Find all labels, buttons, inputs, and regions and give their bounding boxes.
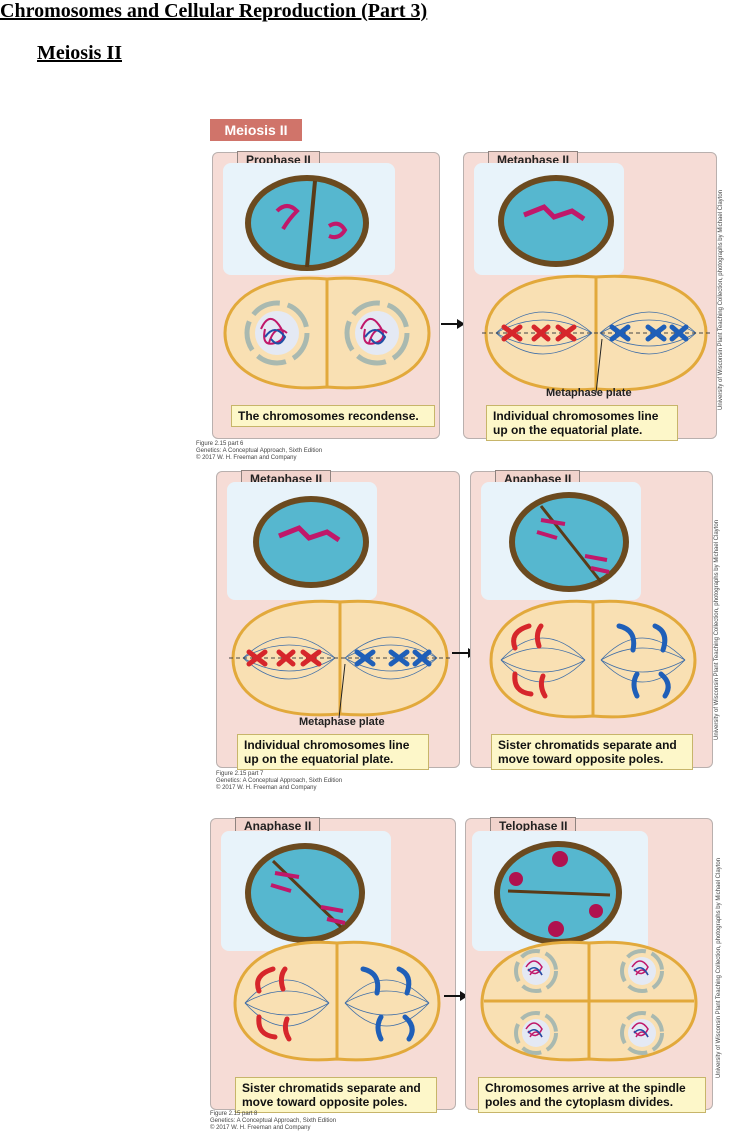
anaphase-diagram — [233, 940, 441, 1062]
figure-credit: Figure 2.15 part 7 Genetics: A Conceptua… — [216, 771, 343, 791]
photo-credit: University of Wisconsin Plant Teaching C… — [714, 520, 720, 740]
caption: Individual chromosomes line up on the eq… — [237, 734, 429, 770]
metaphase-diagram — [482, 274, 710, 394]
figure-credit: Figure 2.15 part 6 Genetics: A Conceptua… — [196, 441, 323, 461]
anaphase-photo-cell — [245, 843, 365, 943]
caption: Individual chromosomes line up on the eq… — [486, 405, 678, 441]
metaphase-photo-cell — [253, 496, 369, 588]
metaphase-plate-label: Metaphase plate — [299, 716, 385, 728]
caption: Chromosomes arrive at the spindle poles … — [478, 1077, 706, 1113]
panel-metaphase-ii: Metaphase II Metaphase plate Individual … — [216, 470, 460, 770]
photo-credit: University of Wisconsin Plant Teaching C… — [718, 190, 724, 410]
panel-telophase-ii: Telophase II — [465, 817, 713, 1113]
caption: The chromosomes recondense. — [231, 405, 435, 427]
prophase-photo-cell — [245, 175, 369, 271]
metaphase-diagram — [229, 599, 451, 719]
anaphase-photo-cell — [509, 492, 629, 592]
prophase-diagram — [223, 276, 431, 390]
section-heading: Meiosis II — [37, 42, 122, 64]
telophase-photo-cell — [494, 841, 622, 945]
panel-metaphase-ii: Metaphase II Metaphase plate Individual … — [463, 151, 717, 441]
anaphase-diagram — [489, 599, 697, 719]
panel-anaphase-ii: Anaphase II Sister chromatids separate a… — [470, 470, 713, 770]
figure-credit: Figure 2.15 part 8 Genetics: A Conceptua… — [210, 1111, 337, 1131]
panel-anaphase-ii: Anaphase II Sister chromatids separate a… — [210, 817, 456, 1113]
photo-credit: University of Wisconsin Plant Teaching C… — [716, 858, 722, 1078]
panel-prophase-ii: Prophase II The chromosomes recondense. — [212, 151, 440, 439]
arrow-icon — [444, 991, 468, 1001]
telophase-diagram — [480, 940, 698, 1062]
metaphase-plate-label: Metaphase plate — [546, 387, 632, 399]
figure-header: Meiosis II — [210, 119, 302, 141]
arrow-icon — [441, 319, 465, 329]
metaphase-photo-cell — [498, 175, 614, 267]
caption: Sister chromatids separate and move towa… — [235, 1077, 437, 1113]
document-title: Chromosomes and Cellular Reproduction (P… — [0, 0, 428, 22]
caption: Sister chromatids separate and move towa… — [491, 734, 693, 770]
